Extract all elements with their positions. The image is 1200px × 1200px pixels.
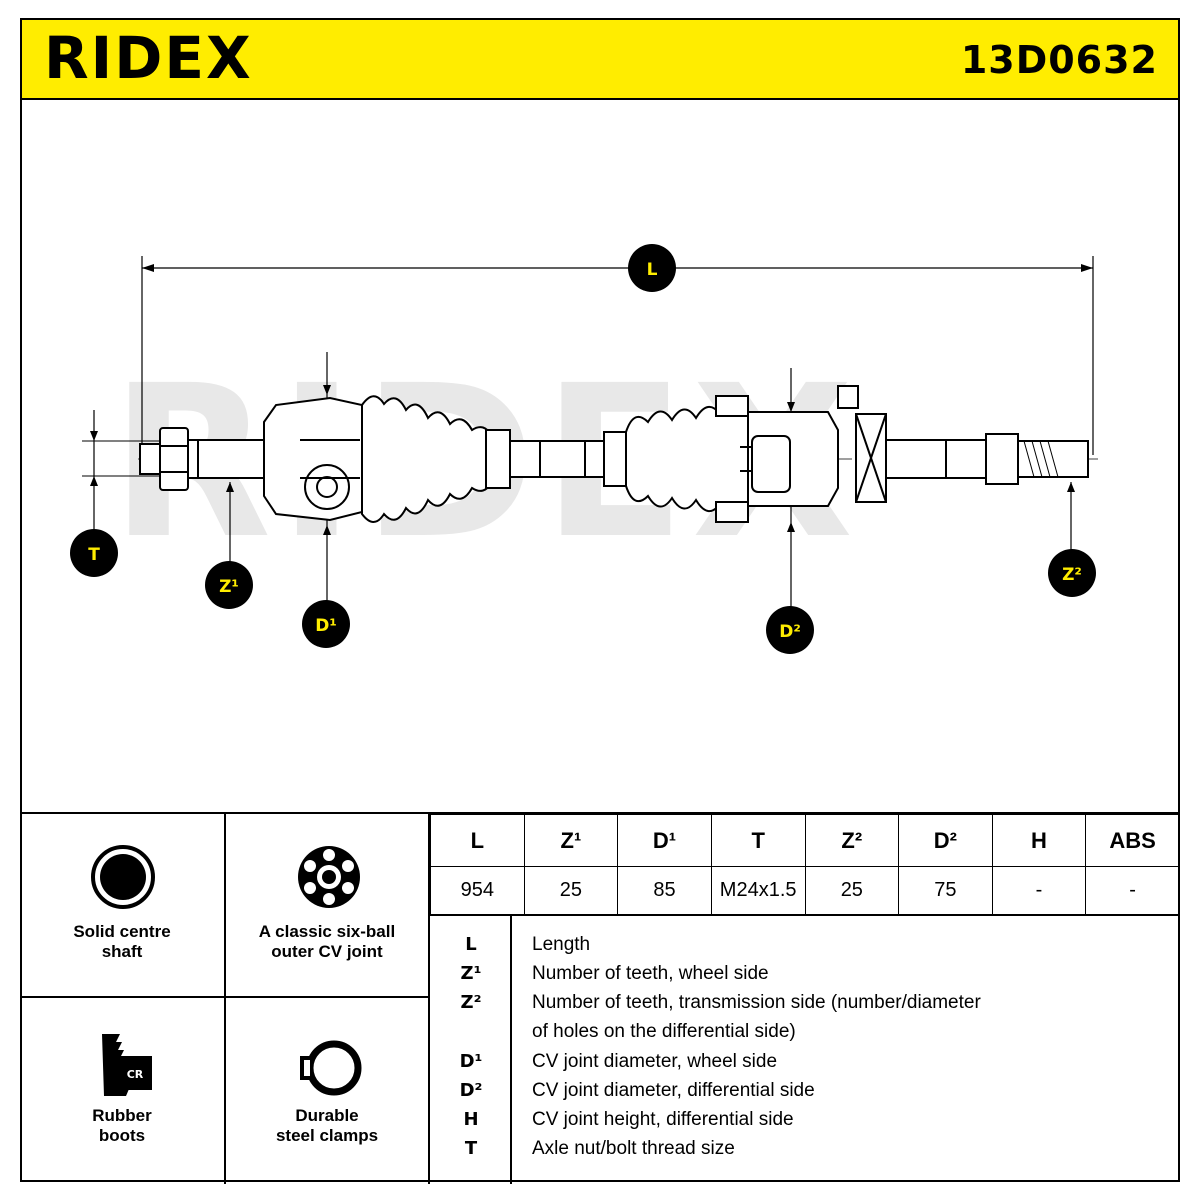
svg-text:CR: CR (127, 1068, 144, 1081)
spec-header: L (430, 814, 525, 867)
info-panel: Solid centre shaft A classic six-ball ou… (20, 812, 1180, 1184)
legend-symbol-column (430, 916, 512, 1184)
feature-label-line1: Durable (295, 1106, 359, 1125)
solid-circle-icon (91, 845, 155, 909)
legend-symbol: Z² (460, 992, 482, 1013)
legend-row: D¹ CV joint diameter, wheel side (430, 1051, 1180, 1080)
feature-steel-clamps: Durable steel clamps (226, 998, 430, 1184)
spec-header: Z² (804, 814, 900, 867)
legend-row: H CV joint height, differential side (430, 1109, 1180, 1138)
badge-t: T (70, 529, 118, 577)
spec-header: D¹ (617, 814, 712, 867)
legend-desc: Number of teeth, wheel side (532, 963, 769, 984)
badge-d2: D² (766, 606, 814, 654)
steel-clamp-icon (300, 1040, 362, 1096)
spec-value-row: 954 25 85 M24x1.5 25 75 - - (430, 866, 1180, 915)
spec-header-row: L Z¹ D¹ T Z² D² H ABS (430, 814, 1180, 867)
rubber-boot-cr-icon: CR (102, 1034, 152, 1096)
feature-label-line2: steel clamps (275, 1126, 379, 1145)
spec-value: 85 (617, 866, 712, 915)
svg-text:Z²: Z² (1062, 565, 1082, 585)
spec-header: T (710, 814, 806, 867)
svg-text:T: T (88, 545, 100, 565)
legend-desc: CV joint diameter, differential side (532, 1080, 815, 1101)
legend-symbol: D² (459, 1080, 483, 1101)
legend-desc: Length (532, 934, 591, 955)
legend-row: D² CV joint diameter, differential side (430, 1080, 1180, 1109)
spec-header: D² (898, 814, 993, 867)
legend-row: of holes on the differential side) (430, 1021, 1180, 1050)
svg-text:RIDEX: RIDEX (44, 24, 253, 86)
svg-text:D¹: D¹ (315, 616, 337, 636)
feature-label-line1: A classic six-ball (258, 922, 396, 941)
feature-label-line2: outer CV joint (271, 942, 383, 961)
legend-desc: Axle nut/bolt thread size (532, 1138, 735, 1159)
svg-text:L: L (647, 260, 658, 280)
legend-row: T Axle nut/bolt thread size (430, 1138, 1180, 1167)
legend: L Length Z¹ Number of teeth, wheel side … (430, 914, 1180, 1184)
legend-row: Z¹ Number of teeth, wheel side (430, 963, 1180, 992)
badge-l: L (628, 244, 676, 292)
feature-solid-shaft: Solid centre shaft (20, 814, 226, 998)
driveshaft-drawing: RIDEX (70, 244, 1098, 654)
legend-symbol: H (463, 1109, 479, 1130)
badge-z2: Z² (1048, 549, 1096, 597)
feature-label-line2: shaft (101, 942, 143, 961)
feature-label-line1: Solid centre (73, 922, 171, 941)
legend-row: Z² Number of teeth, transmission side (n… (430, 992, 1180, 1021)
legend-desc: CV joint height, differential side (532, 1109, 794, 1130)
legend-desc: Number of teeth, transmission side (numb… (532, 992, 981, 1013)
spec-header: H (991, 814, 1087, 867)
legend-symbol: D¹ (459, 1051, 483, 1072)
svg-text:Z¹: Z¹ (219, 577, 239, 597)
spec-value: 25 (523, 866, 619, 915)
spec-value: 25 (804, 866, 900, 915)
spec-value: - (1085, 866, 1180, 915)
part-number: 13D0632 (960, 38, 1158, 82)
feature-label-line2: boots (98, 1126, 146, 1145)
legend-symbol: Z¹ (460, 963, 482, 984)
badge-d1: D¹ (302, 600, 350, 648)
spec-value: - (991, 866, 1087, 915)
feature-label-line1: Rubber (92, 1106, 152, 1125)
spec-table: L Z¹ D¹ T Z² D² H ABS 954 25 85 M24x1.5 … (430, 814, 1180, 915)
legend-desc: CV joint diameter, wheel side (532, 1051, 778, 1072)
six-ball-joint-icon (298, 846, 360, 908)
legend-symbol: T (464, 1138, 478, 1159)
ridex-logo: RIDEX (44, 24, 253, 86)
spec-value: 75 (898, 866, 993, 915)
spec-header: ABS (1085, 814, 1180, 867)
badge-z1: Z¹ (205, 561, 253, 609)
spec-header: Z¹ (523, 814, 619, 867)
legend-row: L Length (430, 934, 1180, 963)
legend-desc: of holes on the differential side) (532, 1021, 796, 1042)
spec-value: 954 (430, 866, 525, 915)
legend-symbol: L (465, 934, 477, 955)
svg-text:D²: D² (779, 622, 801, 642)
spec-value: M24x1.5 (710, 866, 806, 915)
header-bar (20, 18, 1180, 100)
feature-six-ball-joint: A classic six-ball outer CV joint (226, 814, 430, 998)
feature-rubber-boots: CR Rubber boots (20, 998, 226, 1184)
